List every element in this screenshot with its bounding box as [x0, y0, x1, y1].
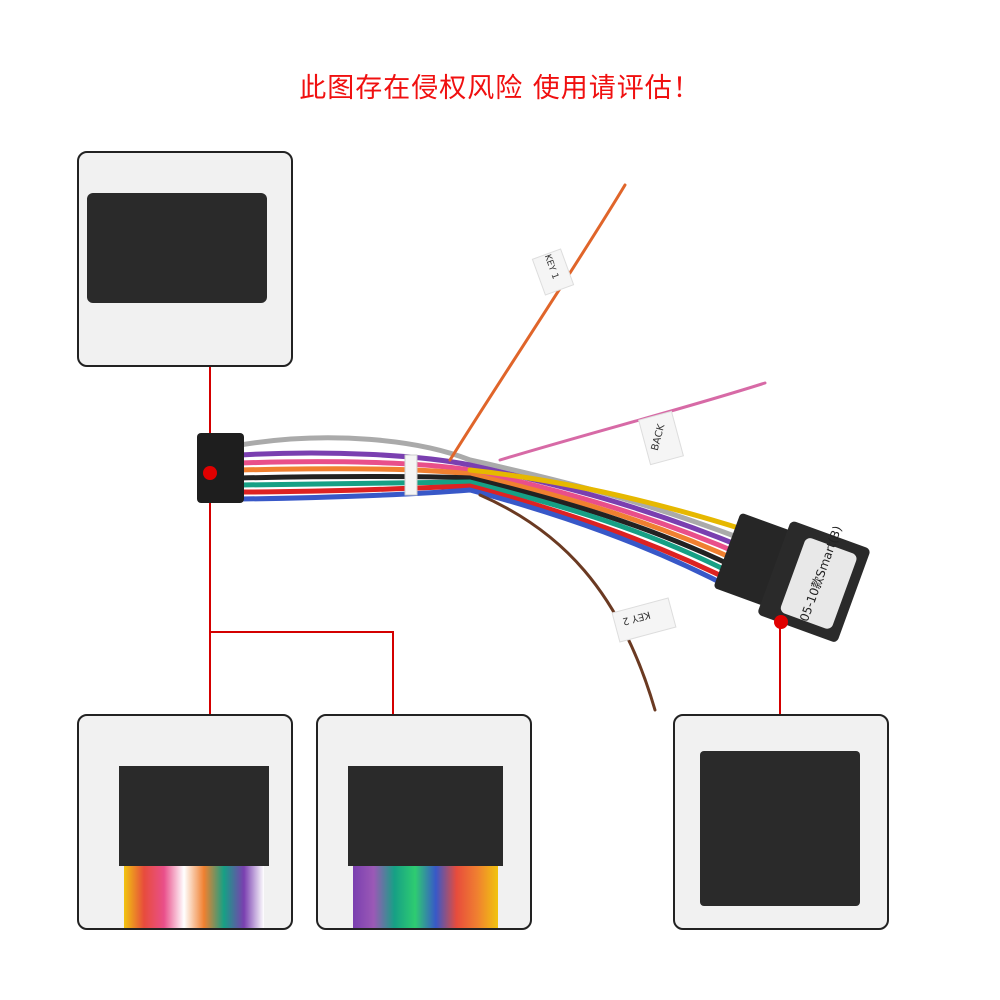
callout-lines — [209, 365, 781, 715]
callout-dot — [774, 615, 788, 629]
detail-photo-16pin-front — [77, 151, 293, 367]
risk-warning-text: 此图存在侵权风险 使用请评估！ — [299, 73, 701, 104]
callout-dot — [203, 466, 217, 480]
tag-back-shape — [638, 410, 684, 466]
tag-key1-shape — [531, 248, 575, 296]
iso-connector-face — [700, 751, 860, 906]
detail-photo-16pin-side — [77, 714, 293, 930]
right-connector — [714, 513, 870, 642]
wires — [353, 866, 498, 928]
connector-face — [87, 193, 267, 303]
wires — [124, 866, 264, 928]
tag-key2-shape — [611, 597, 677, 643]
left-connector — [197, 433, 244, 503]
connector-body — [348, 766, 503, 866]
cable-tie — [404, 454, 418, 496]
wire-bundle — [237, 183, 767, 712]
detail-photo-16pin-back — [316, 714, 532, 930]
connector-body — [119, 766, 269, 866]
detail-photo-iso-connector — [673, 714, 889, 930]
